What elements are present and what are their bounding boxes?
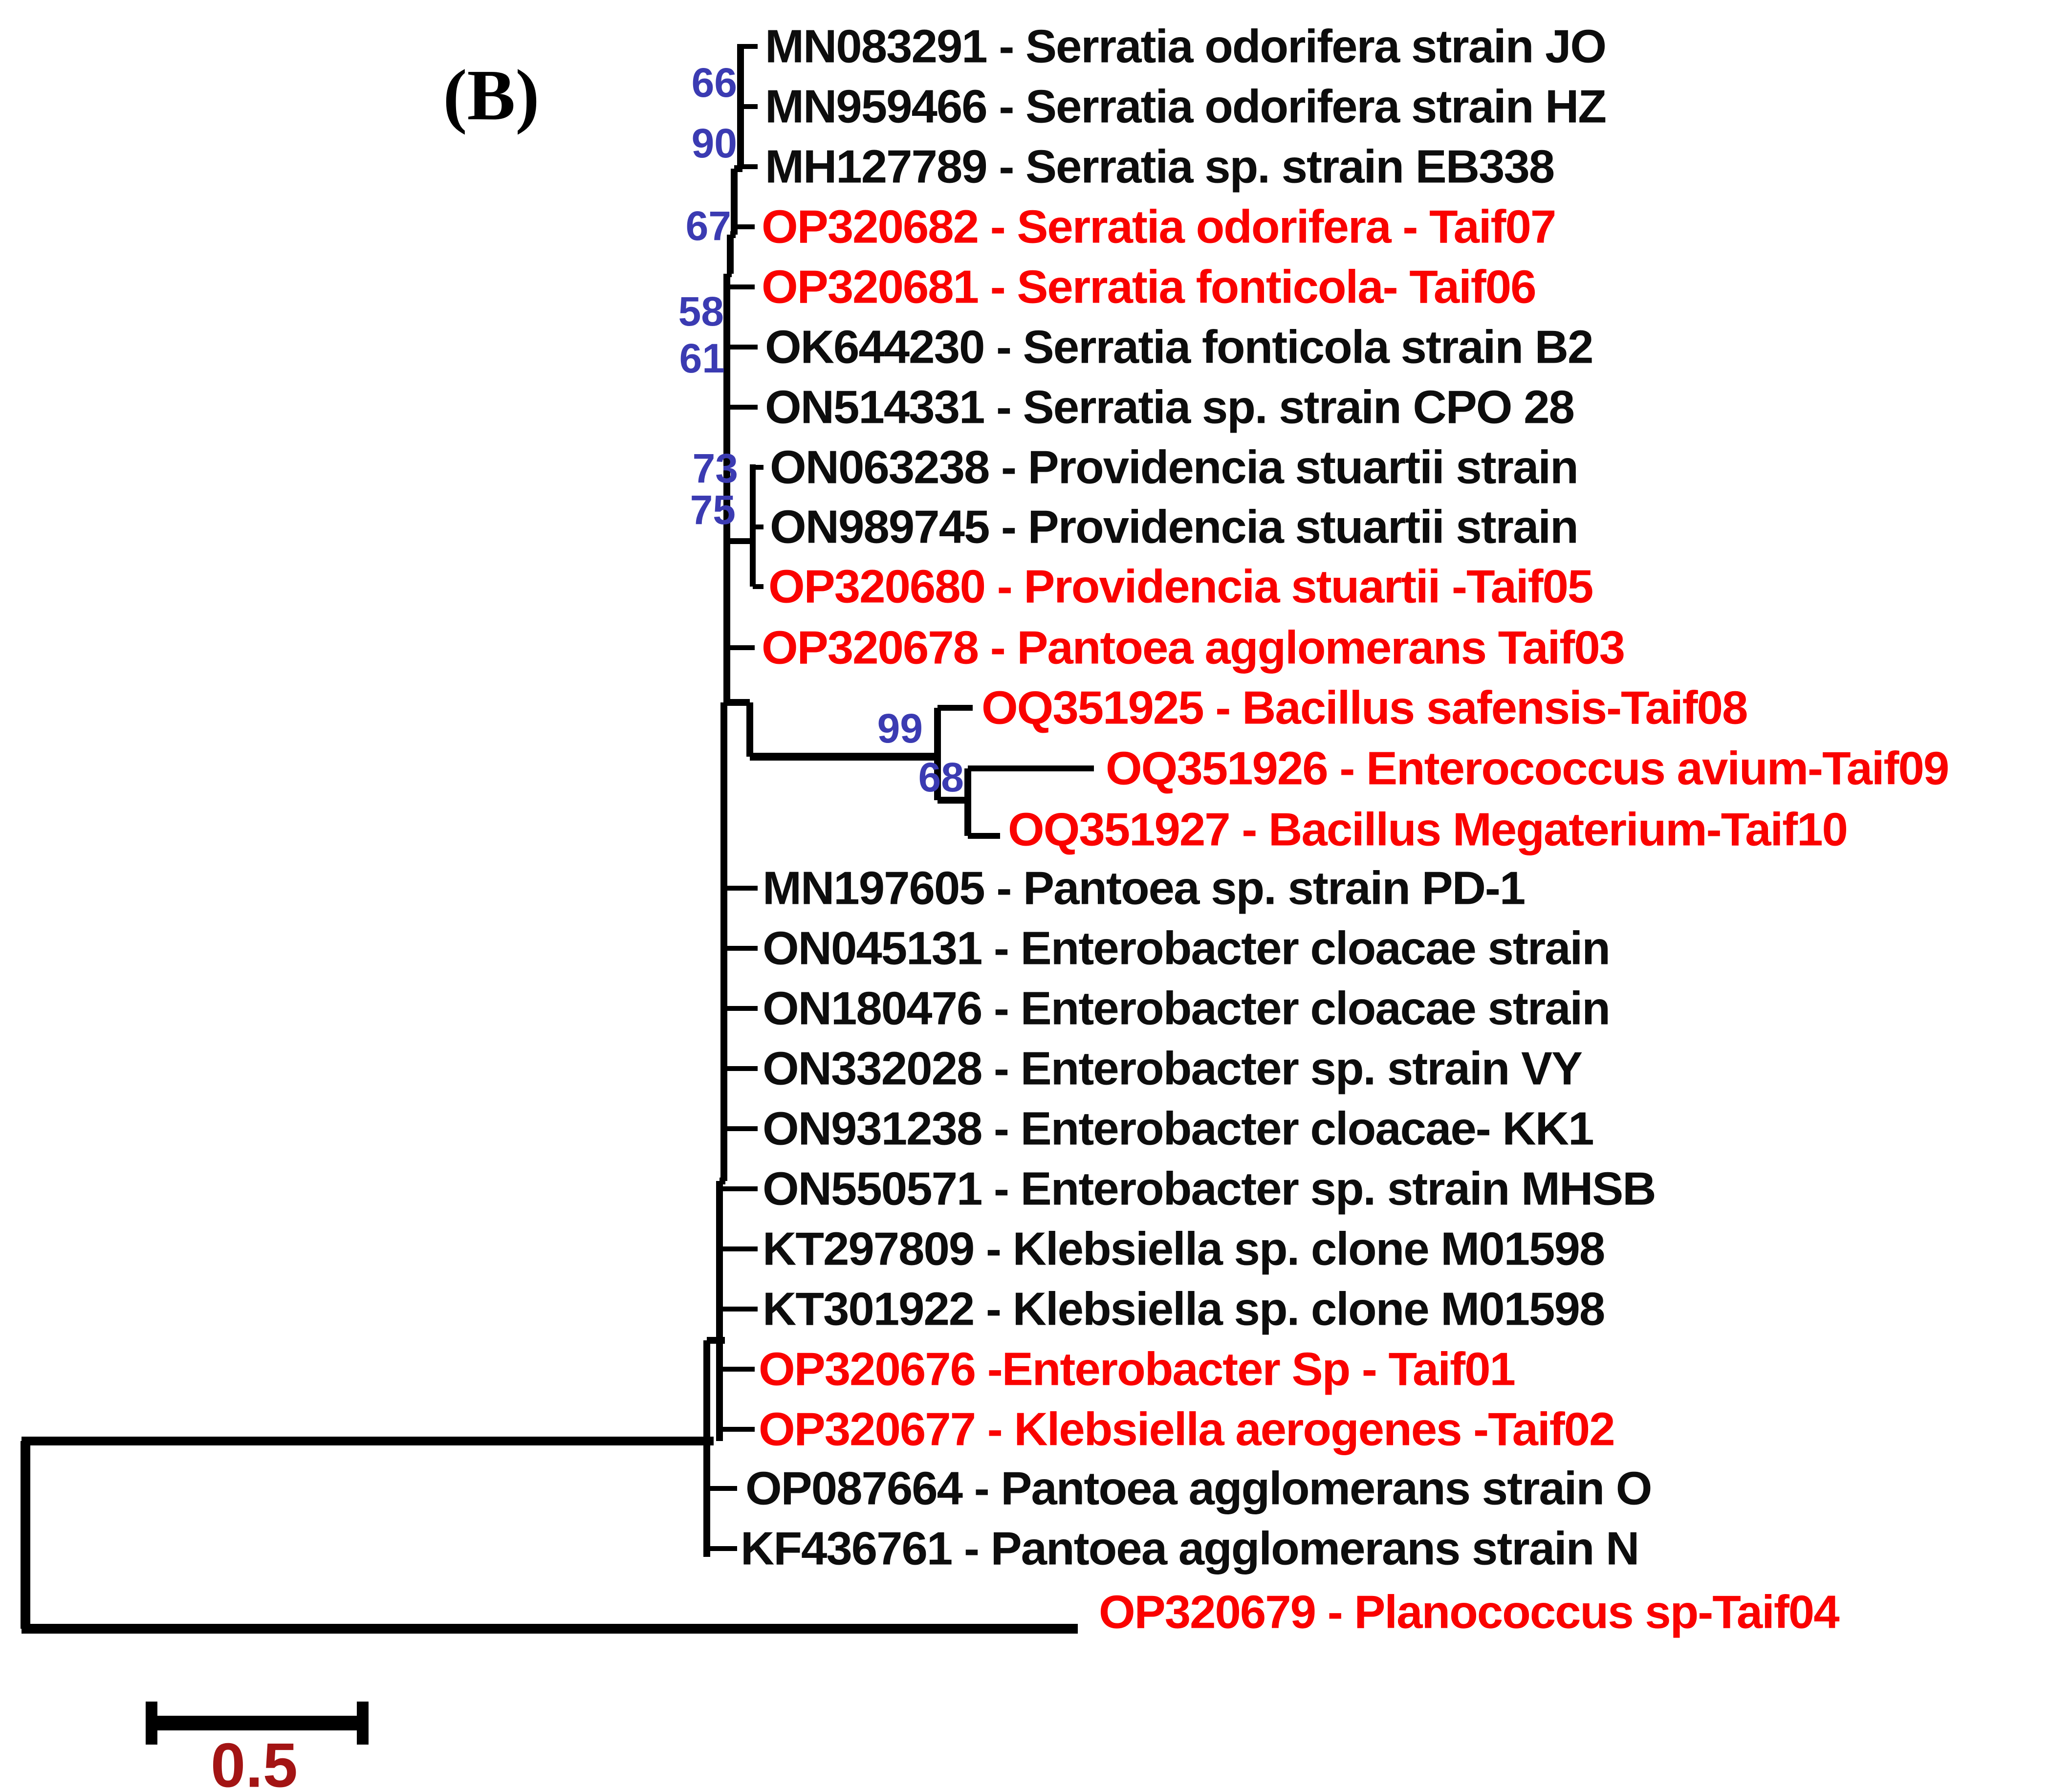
taxon-label-OP087664: OP087664 - Pantoea agglomerans strain O xyxy=(745,1463,1651,1515)
taxon-label-ON180476: ON180476 - Enterobacter cloacae strain xyxy=(763,983,1610,1035)
bootstrap-value: 73 xyxy=(693,445,738,491)
taxon-label-OQ351926: OQ351926 - Enterococcus avium-Taif09 xyxy=(1106,743,1948,795)
bootstrap-value: 66 xyxy=(692,60,737,106)
scale-bar-label: 0.5 xyxy=(211,1731,298,1792)
taxon-label-ON332028: ON332028 - Enterobacter sp. strain VY xyxy=(763,1043,1582,1095)
taxon-label-OP320680: OP320680 - Providencia stuartii -Taif05 xyxy=(768,561,1592,613)
taxon-label-OP320676: OP320676 -Enterobacter Sp - Taif01 xyxy=(759,1343,1515,1396)
bootstrap-value: 67 xyxy=(686,203,731,249)
taxon-label-KF436761: KF436761 - Pantoea agglomerans strain N xyxy=(741,1523,1638,1575)
taxon-label-OP320681: OP320681 - Serratia fonticola- Taif06 xyxy=(762,261,1536,313)
taxon-label-ON989745: ON989745 - Providencia stuartii strain xyxy=(770,501,1578,553)
bootstrap-value: 99 xyxy=(877,705,923,751)
taxon-label-OP320678: OP320678 - Pantoea agglomerans Taif03 xyxy=(762,622,1624,674)
taxon-label-ON550571: ON550571 - Enterobacter sp. strain MHSB xyxy=(763,1163,1656,1215)
taxon-label-ON931238: ON931238 - Enterobacter cloacae- KK1 xyxy=(763,1103,1593,1155)
taxon-label-OK644230: OK644230 - Serratia fonticola strain B2 xyxy=(765,321,1592,373)
bootstrap-value: 58 xyxy=(678,288,724,334)
taxon-label-OP320682: OP320682 - Serratia odorifera - Taif07 xyxy=(762,201,1555,253)
taxon-label-OQ351925: OQ351925 - Bacillus safensis-Taif08 xyxy=(981,682,1747,734)
taxon-label-OQ351927: OQ351927 - Bacillus Megaterium-Taif10 xyxy=(1008,804,1847,856)
taxa-labels: MN083291 - Serratia odorifera strain JO M… xyxy=(741,21,1949,1639)
taxon-label-MN083291: MN083291 - Serratia odorifera strain JO xyxy=(765,21,1606,73)
tree-branches xyxy=(21,44,1094,1634)
taxon-label-ON514331: ON514331 - Serratia sp. strain CPO 28 xyxy=(765,381,1574,434)
taxon-label-ON045131: ON045131 - Enterobacter cloacae strain xyxy=(763,922,1610,975)
taxon-label-MH127789: MH127789 - Serratia sp. strain EB338 xyxy=(765,141,1554,193)
bootstrap-value: 68 xyxy=(918,754,964,800)
panel-label: (B) xyxy=(443,55,539,135)
taxon-label-MN959466: MN959466 - Serratia odorifera strain HZ xyxy=(765,81,1606,133)
taxon-label-ON063238: ON063238 - Providencia stuartii strain xyxy=(770,441,1578,494)
scale-bar xyxy=(146,1702,369,1745)
taxon-label-OP320679: OP320679 - Planococcus sp-Taif04 xyxy=(1099,1586,1839,1639)
bootstrap-value: 75 xyxy=(690,487,736,533)
bootstrap-value: 61 xyxy=(679,335,725,381)
taxon-label-MN197605: MN197605 - Pantoea sp. strain PD-1 xyxy=(763,862,1525,915)
taxon-label-KT301922: KT301922 - Klebsiella sp. clone M01598 xyxy=(763,1283,1604,1335)
taxon-label-KT297809: KT297809 - Klebsiella sp. clone M01598 xyxy=(763,1223,1604,1275)
bootstrap-value: 90 xyxy=(692,120,737,166)
taxon-label-OP320677: OP320677 - Klebsiella aerogenes -Taif02 xyxy=(759,1403,1614,1456)
